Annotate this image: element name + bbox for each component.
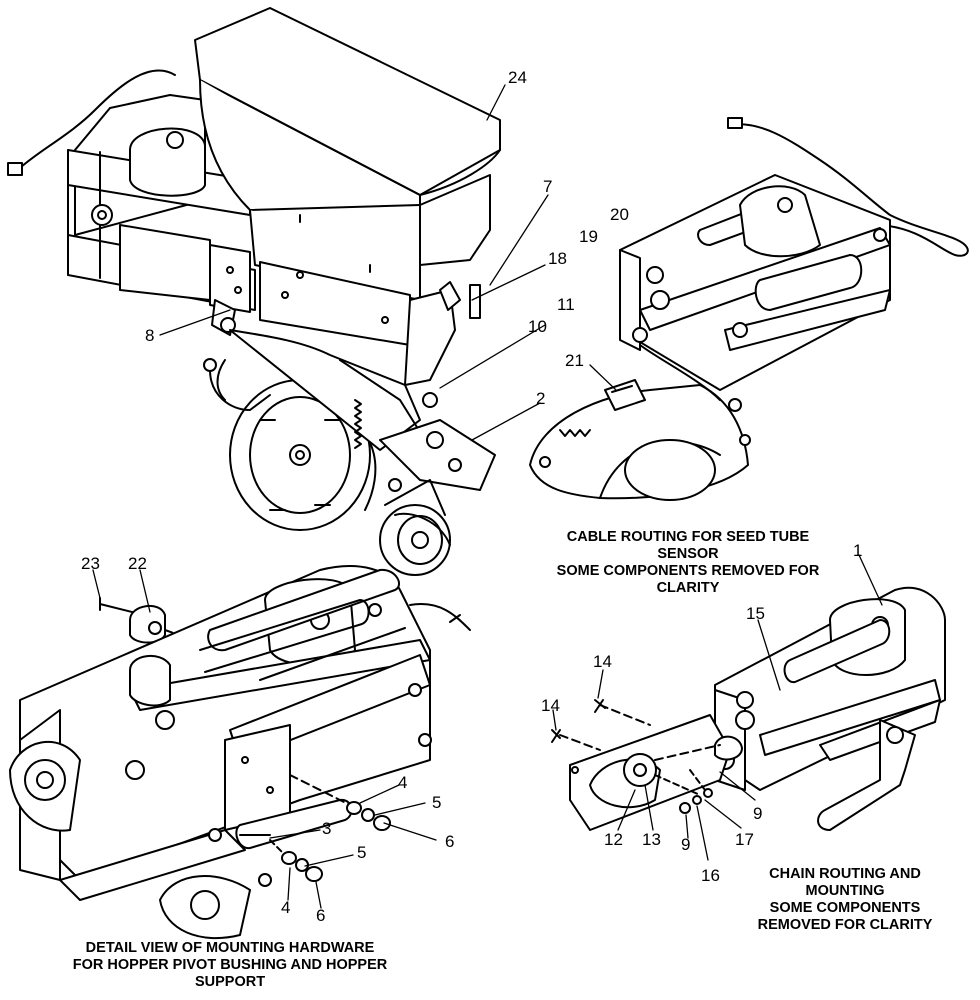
caption-line: CLARITY	[656, 580, 720, 596]
caption-line: SENSOR	[657, 546, 719, 562]
callout-22: 22	[128, 554, 147, 573]
caption-line: FOR HOPPER PIVOT BUSHING AND HOPPER	[72, 957, 388, 973]
callout-9-left: 9	[681, 835, 691, 854]
callout-17: 17	[735, 830, 754, 849]
callout-5-lower: 5	[357, 843, 367, 862]
callout-2: 2	[536, 389, 546, 408]
leader-lines	[92, 84, 883, 909]
callout-9-right: 9	[753, 804, 763, 823]
caption-line: SOME COMPONENTS REMOVED FOR	[556, 563, 820, 579]
caption-detail-view: DETAIL VIEW OF MOUNTING HARDWARE FOR HOP…	[35, 940, 425, 991]
caption-line: SUPPORT	[194, 974, 266, 990]
cable-routing-view	[529, 117, 969, 501]
chain-routing-view	[551, 586, 946, 831]
callout-1: 1	[853, 541, 863, 560]
caption-line: MOUNTING	[805, 883, 885, 899]
caption-line: CABLE ROUTING FOR SEED TUBE	[566, 529, 810, 545]
caption-chain-routing: CHAIN ROUTING AND MOUNTING SOME COMPONEN…	[725, 866, 965, 934]
callout-14-lower: 14	[541, 696, 560, 715]
callout-4-lower: 4	[281, 898, 291, 917]
callout-8: 8	[145, 326, 155, 345]
callout-3: 3	[322, 819, 332, 838]
caption-line: DETAIL VIEW OF MOUNTING HARDWARE	[85, 940, 375, 956]
callout-19: 19	[579, 227, 598, 246]
callout-23: 23	[81, 554, 100, 573]
callout-4-upper: 4	[398, 773, 408, 792]
callout-18: 18	[548, 249, 567, 268]
callout-11: 11	[557, 295, 575, 314]
callout-6-upper: 6	[445, 832, 455, 851]
callout-10: 10	[528, 317, 547, 336]
callout-14-upper: 14	[593, 652, 612, 671]
callout-15: 15	[746, 604, 765, 623]
callout-6-lower: 6	[316, 906, 326, 925]
callout-21: 21	[565, 351, 584, 370]
callout-13: 13	[642, 830, 661, 849]
callout-12: 12	[604, 830, 623, 849]
detail-mounting-view	[9, 565, 471, 940]
caption-line: CHAIN ROUTING AND	[769, 866, 921, 882]
callout-5-upper: 5	[432, 793, 442, 812]
main-row-unit-assembly	[7, 7, 501, 576]
caption-line: REMOVED FOR CLARITY	[757, 917, 933, 933]
caption-cable-routing: CABLE ROUTING FOR SEED TUBE SENSOR SOME …	[548, 529, 828, 597]
caption-line: SOME COMPONENTS	[769, 900, 921, 916]
callout-24: 24	[508, 68, 527, 87]
callout-20: 20	[610, 205, 629, 224]
callout-7: 7	[543, 177, 553, 196]
callout-16: 16	[701, 866, 720, 885]
